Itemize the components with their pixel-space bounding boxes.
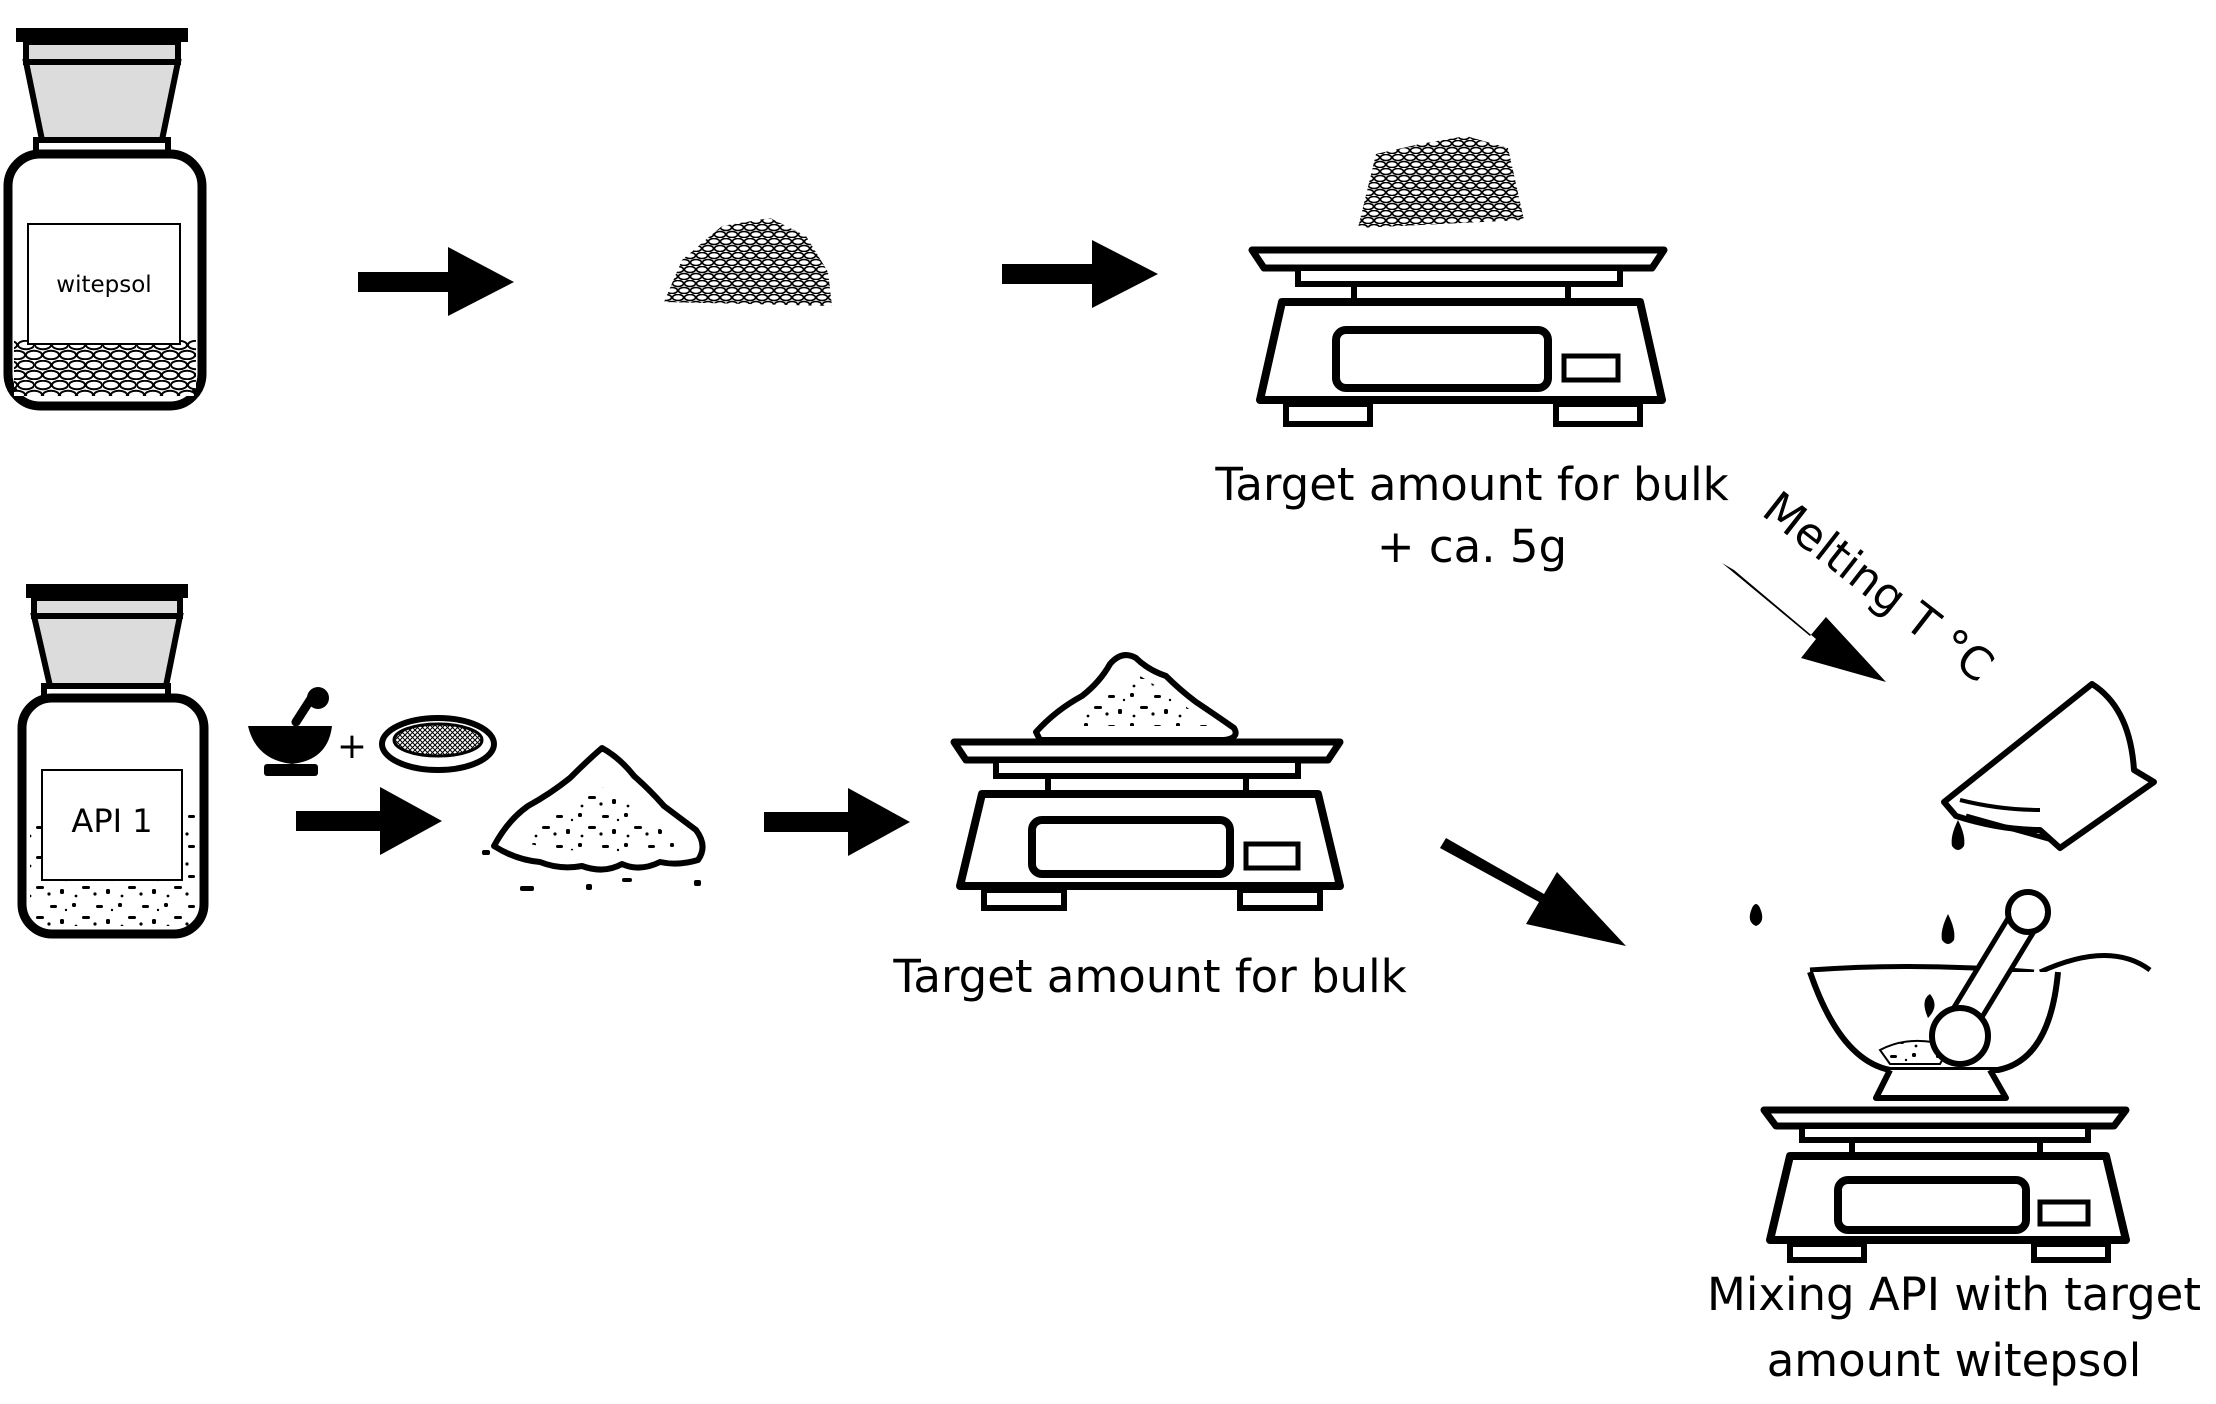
mixing-caption-line2: amount witepsol (1767, 1334, 2142, 1387)
api-powder-pile-icon (482, 745, 706, 891)
scale-api-caption: Target amount for bulk (892, 950, 1406, 1003)
plus-symbol: + (337, 726, 367, 767)
scale-witepsol-caption-line1: Target amount for bulk (1214, 458, 1728, 511)
api-jar-icon: API 1 (17, 584, 209, 939)
witepsol-jar-label: witepsol (56, 272, 151, 298)
arrow-right-icon (1002, 240, 1158, 308)
mortar-pestle-icon (248, 687, 332, 776)
scale-api-icon (950, 652, 1344, 911)
arrow-right-icon (358, 247, 514, 316)
mixing-caption-line1: Mixing API with target (1707, 1268, 2201, 1321)
scale-witepsol-caption-line2: + ca. 5g (1377, 520, 1567, 573)
arrow-right-icon (296, 787, 442, 855)
sieve-icon (379, 715, 497, 773)
mortar-mixing-icon (1749, 889, 2152, 1101)
witepsol-jar-icon: witepsol (3, 28, 207, 411)
arrow-right-icon (764, 788, 910, 856)
api-jar-label: API 1 (71, 802, 152, 840)
melting-temperature-label: Melting T °C (1753, 481, 2003, 693)
pellet-pile-icon (664, 218, 832, 306)
scale-witepsol-icon (1248, 136, 1668, 427)
arrow-diagonal-icon (1722, 563, 1886, 682)
scale-mixing-icon (1760, 1106, 2130, 1263)
droplet-icon (1951, 820, 1965, 850)
melting-vessel-icon (1941, 681, 2157, 851)
droplet-icon (1941, 914, 1955, 944)
arrow-diagonal-icon (1440, 838, 1626, 946)
